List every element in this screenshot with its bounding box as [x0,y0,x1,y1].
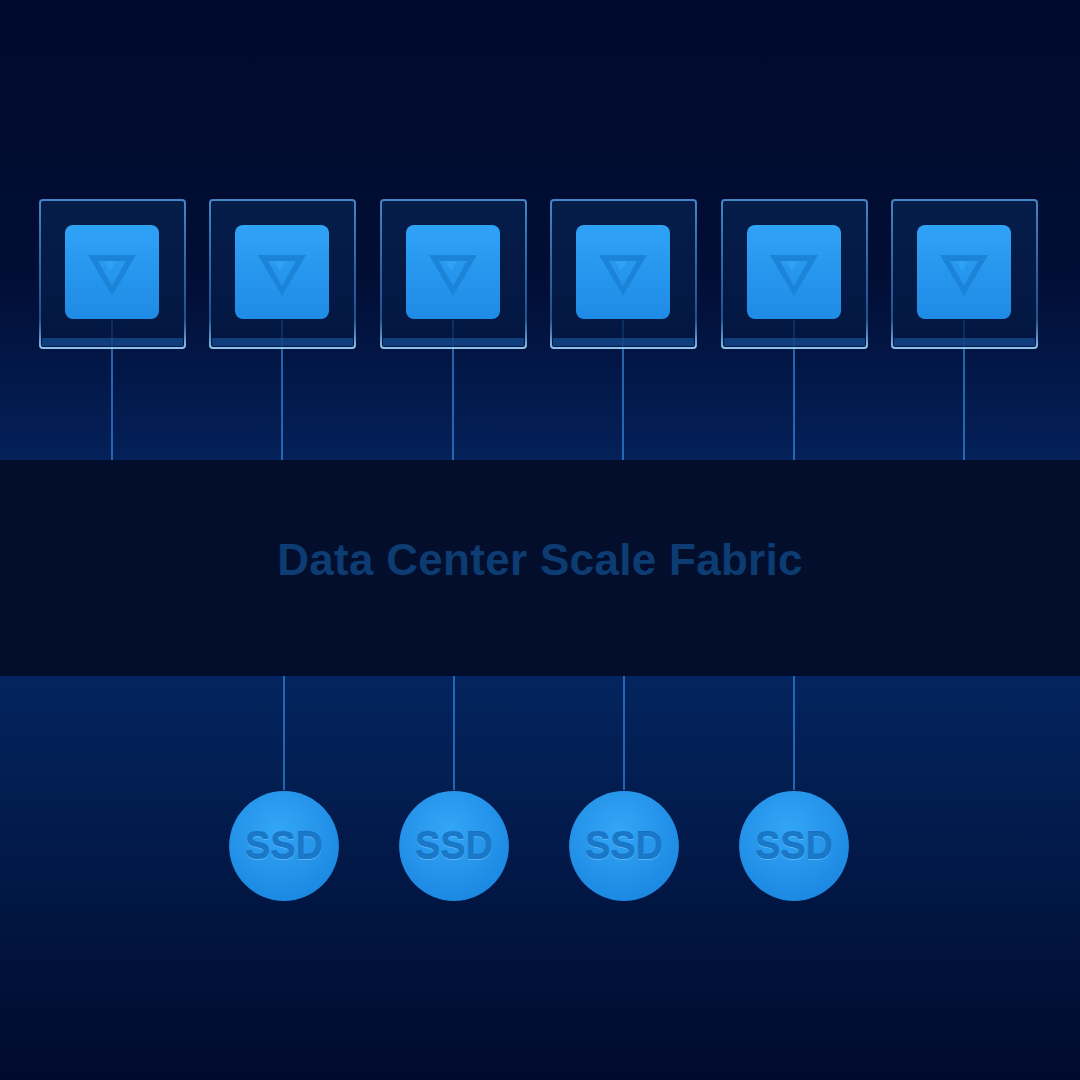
ssd-circle: SSD [398,790,510,902]
fabric-link [284,676,285,790]
fabric-link [454,676,455,790]
link-line [623,676,625,790]
fabric-link [624,676,625,790]
ssd-label: SSD [415,825,493,868]
ssd-circle: SSD [568,790,680,902]
fabric-band: Data Center Scale Fabric [0,460,1080,676]
ssd-label: SSD [245,825,323,868]
link-line [453,676,455,790]
ssd-circle: SSD [738,790,850,902]
fabric-label: Data Center Scale Fabric [277,535,803,585]
ssd-label: SSD [585,825,663,868]
gpu-cubes [40,200,1037,460]
ssd-circle: SSD [228,790,340,902]
fabric-link [794,676,795,790]
link-line [283,676,285,790]
link-line [793,676,795,790]
ssd-label: SSD [755,825,833,868]
